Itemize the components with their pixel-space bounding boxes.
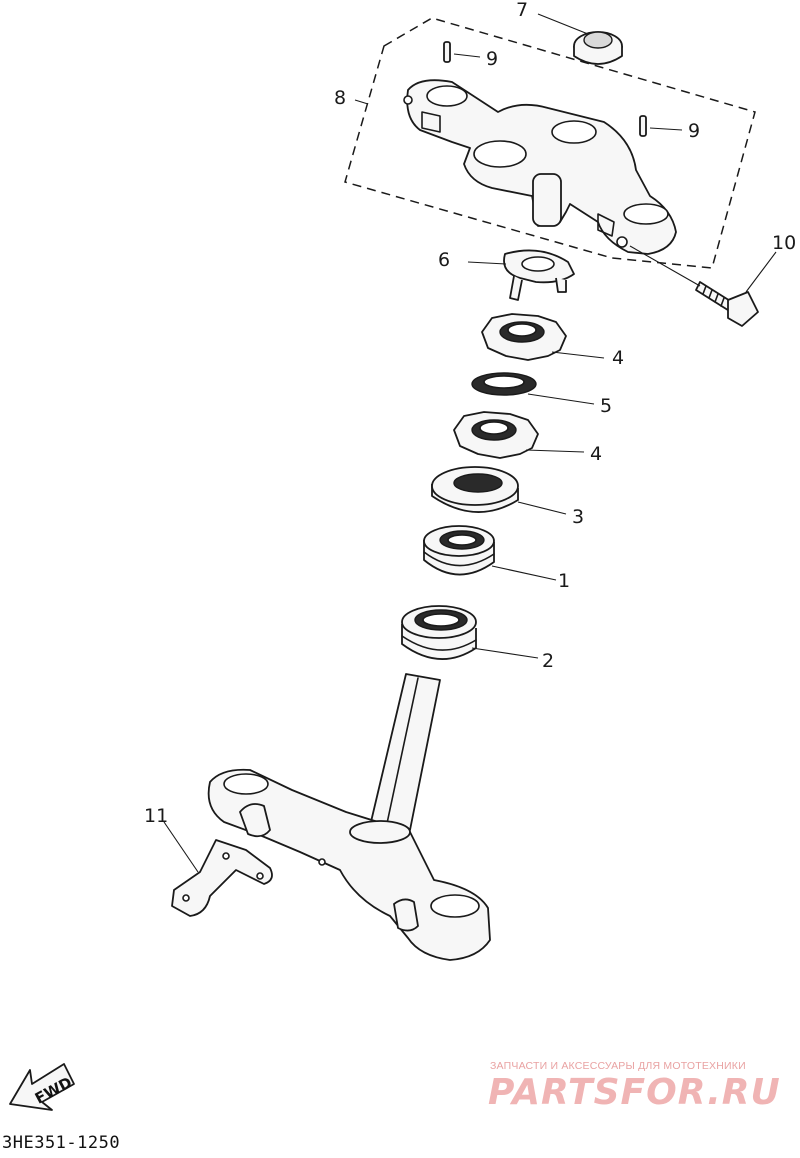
part-9-pin-right <box>639 115 647 137</box>
part-1-bearing <box>423 525 495 576</box>
leader-4b <box>525 449 585 453</box>
part-4-ring-nut-lower <box>453 411 539 459</box>
leader-7 <box>537 13 589 35</box>
leader-1 <box>491 565 557 581</box>
callout-5: 5 <box>600 395 612 417</box>
lower-bracket-steering-stem <box>207 673 491 961</box>
callout-8: 8 <box>334 87 346 109</box>
part-2-bearing <box>401 605 477 660</box>
callout-3: 3 <box>572 506 584 528</box>
assembly-boundary-8 <box>344 17 756 269</box>
callout-11: 11 <box>144 805 168 827</box>
diagram-code: 3HE351-1250 <box>2 1133 121 1153</box>
part-7-cap-nut <box>573 31 623 65</box>
leader-8 <box>354 99 369 105</box>
callout-2: 2 <box>542 650 554 672</box>
leader-5 <box>527 393 595 405</box>
part-10-bolt <box>695 281 759 327</box>
leader-9b <box>649 127 683 131</box>
part-9-pin-left <box>443 41 451 63</box>
callout-4a: 4 <box>612 347 624 369</box>
leader-9a <box>453 53 481 58</box>
callout-7: 7 <box>516 0 528 21</box>
part-3-seal <box>431 466 519 513</box>
watermark-brand: PARTSFOR.RU <box>488 1072 781 1113</box>
callout-10: 10 <box>772 232 796 254</box>
callout-1: 1 <box>558 570 570 592</box>
callout-9a: 9 <box>486 48 498 70</box>
leader-10 <box>629 245 777 293</box>
part-6-lock-washer <box>503 249 575 301</box>
watermark-tagline: ЗАПЧАСТИ И АКСЕССУАРЫ ДЛЯ МОТОТЕХНИКИ <box>490 1060 746 1072</box>
leader-6 <box>467 261 507 265</box>
leader-3 <box>517 501 567 515</box>
part-8-upper-bracket <box>403 79 677 255</box>
callout-4b: 4 <box>590 443 602 465</box>
part-5-washer <box>471 372 537 396</box>
callout-9b: 9 <box>688 120 700 142</box>
callout-6: 6 <box>438 249 450 271</box>
part-4-ring-nut-upper <box>481 313 567 361</box>
leader-2 <box>471 647 539 659</box>
part-11-bracket <box>171 839 273 917</box>
fwd-arrow-icon: FWD <box>9 1063 75 1111</box>
leader-11 <box>163 821 199 873</box>
leader-4a <box>551 351 605 359</box>
